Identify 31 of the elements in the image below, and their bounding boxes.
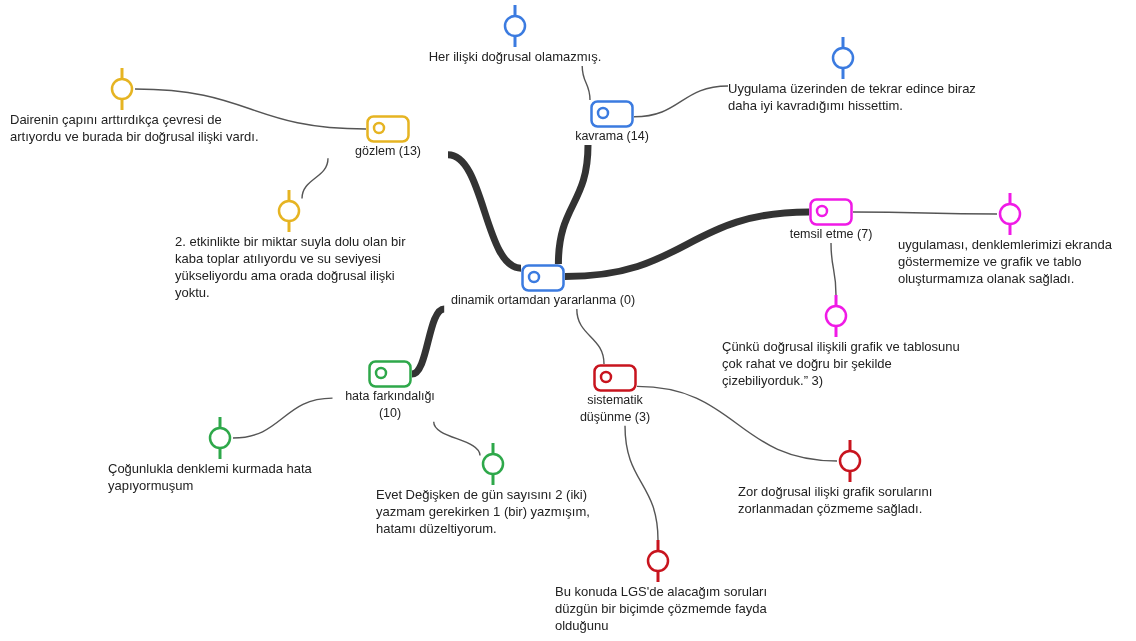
code-label: hata farkındalığı (10): [344, 388, 436, 422]
quote-text: Her ilişki doğrusal olamazmış.: [427, 49, 603, 66]
quote-text: Dairenin çapını arttırdıkça çevresi de artıyordu ve burada bir doğrusal ilişki vardı.: [10, 112, 260, 146]
code-label: sistematik düşünme (3): [578, 392, 652, 426]
connector-line: [564, 208, 810, 281]
connector-line: [433, 421, 481, 457]
quote-text: Uygulama üzerinden de tekrar edince biraz daha iyi kavradığımı hissettim.: [728, 81, 977, 115]
connector-line: [232, 397, 334, 439]
code-label: temsil etme (7): [788, 226, 874, 243]
connector-line: [554, 144, 592, 265]
connector-line: [852, 211, 998, 215]
code-label: kavrama (14): [574, 128, 650, 145]
connector-line: [576, 308, 605, 365]
connector-line: [301, 157, 329, 200]
quote-text: Çünkü doğrusal ilişkili grafik ve tablosunu çok rahat ve doğru bir şekilde çizebiliyorduk.” 3): [722, 339, 961, 390]
connector-line: [410, 305, 446, 378]
connector-line: [624, 425, 659, 541]
connector-line: [134, 88, 367, 130]
connector-line: [636, 385, 838, 462]
quote-text: Çoğunlukla denklemi kurmada hata yapıyormuşum: [108, 461, 313, 495]
quote-text: uygulaması, denklemlerimizi ekranda göstermemize ve grafik ve tablo oluşturmamıza olanak sağladı.: [898, 237, 1113, 288]
code-label: dinamik ortamdan yararlanma (0): [449, 292, 637, 309]
code-label: gözlem (13): [354, 143, 422, 160]
quote-text: Evet Değişken de gün sayısını 2 (iki) yazmam gerekirken 1 (bir) yazmışım, hatamı düzeltiyorum.: [376, 487, 591, 538]
quote-text: Zor doğrusal ilişki grafik sorularını zorlanmadan çözmeme sağladı.: [738, 484, 933, 518]
quote-text: 2. etkinlikte bir miktar suyla dolu olan bir kaba toplar atılıyordu ve su seviyesi yükseliyordu ama orada doğrusal ilişki yoktu.: [175, 234, 407, 302]
connector-line: [830, 242, 837, 296]
connector-line: [447, 151, 522, 272]
quote-text: Bu konuda LGS'de alacağım soruları düzgün bir biçimde çözmemde fayda olduğunu: [555, 584, 769, 635]
connector-line: [633, 85, 729, 118]
connector-line: [581, 65, 591, 101]
